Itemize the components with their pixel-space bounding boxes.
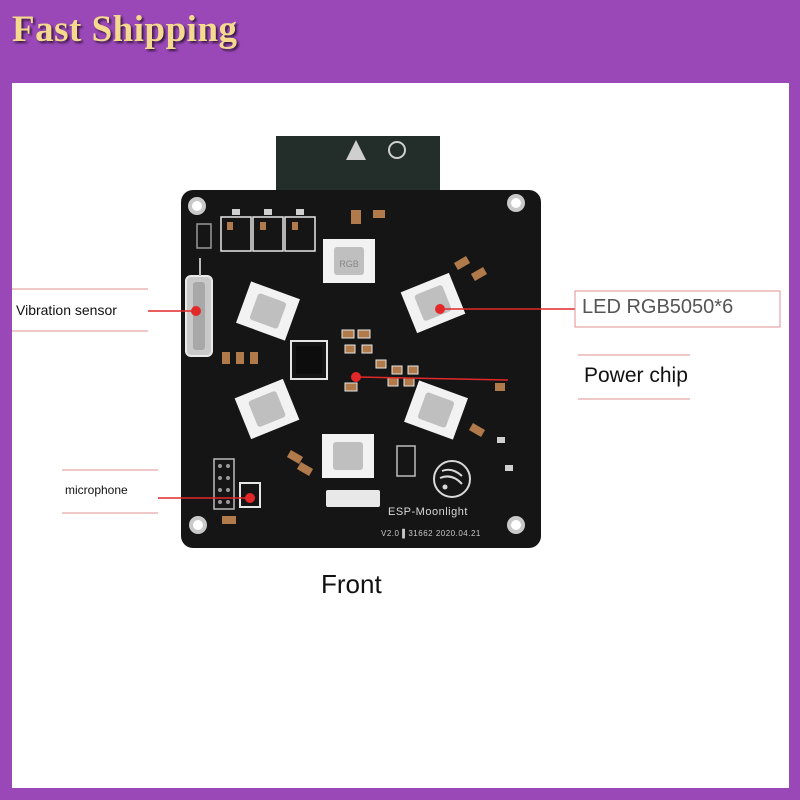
white-connector [326,490,380,507]
callout-markers [191,304,445,503]
power-chip-label: Power chip [584,364,688,387]
callout-lines [148,308,575,499]
banner-title: Fast Shipping [12,9,238,50]
power-chip-components [341,329,419,392]
header-pins-top [196,223,212,249]
led-right-lower [404,380,468,440]
header-pins-right [396,445,416,477]
microphone-label: microphone [65,483,128,497]
led-bottom [322,434,374,478]
front-caption: Front [321,569,382,599]
mounting-holes [188,194,525,534]
header-pins-left [213,458,235,510]
board-silkscreen-version: V2.0 ▌31662 2020.04.21 [381,529,481,538]
no-symbol-icon [388,141,406,159]
main-chip [290,340,328,380]
callout-frames [12,288,781,514]
smd-components [222,210,505,524]
led-label: LED RGB5050*6 [582,296,734,318]
esd-warning-icon [346,140,366,160]
top-transistors [220,216,316,252]
svg-text:RGB: RGB [339,259,359,269]
led-left-lower [234,378,300,440]
led-top: RGB [323,239,375,283]
board-silkscreen-name: ESP-Moonlight [388,506,468,518]
microphone-component [239,482,261,508]
espressif-logo-icon [433,460,471,498]
led-left-upper [236,281,300,341]
vibration-sensor-label: Vibration sensor [16,302,117,318]
